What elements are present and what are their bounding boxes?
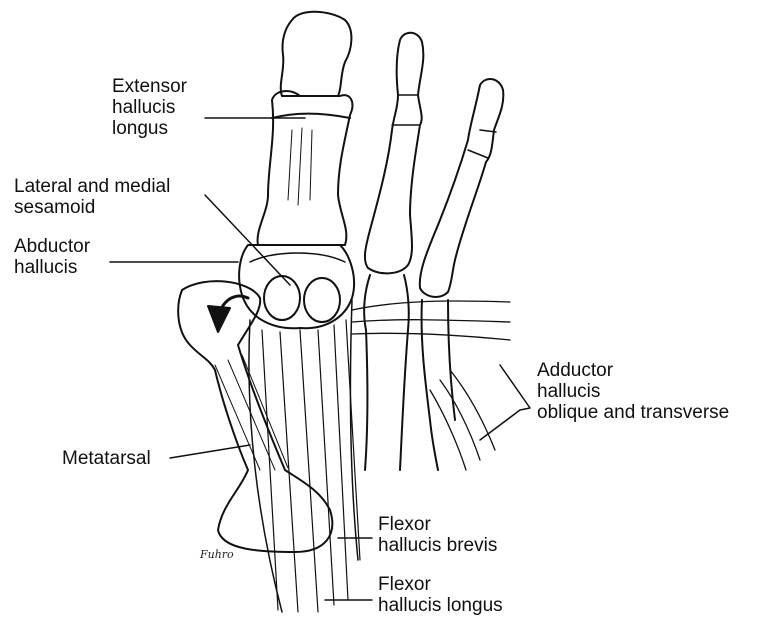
third-metatarsal: [422, 300, 455, 470]
label-adductor-hallucis: Adductor hallucis oblique and transverse: [537, 360, 729, 423]
label-lateral-medial-sesamoid: Lateral and medial sesamoid: [14, 176, 170, 218]
flexor-tendons: [262, 320, 360, 612]
label-flexor-hallucis-longus: Flexor hallucis longus: [378, 574, 503, 616]
proximal-phalanx-shading: [288, 128, 312, 205]
third-toe: [420, 79, 504, 297]
leader-sesamoid: [205, 195, 290, 285]
metatarsal-bone: [178, 281, 332, 552]
label-abductor-hallucis: Abductor hallucis: [14, 236, 90, 278]
leader-metatarsal: [170, 445, 250, 458]
label-extensor-hallucis-longus: Extensor hallucis longus: [112, 76, 187, 139]
lateral-sesamoid: [264, 276, 300, 320]
adductor-hallucis-oblique: [430, 370, 495, 470]
label-metatarsal: Metatarsal: [62, 448, 151, 469]
leader-adductor: [480, 365, 530, 440]
second-toe: [365, 33, 423, 274]
label-flexor-hallucis-brevis: Flexor hallucis brevis: [378, 514, 497, 556]
artist-signature: Fuhro: [200, 548, 234, 561]
adductor-hallucis-transverse: [352, 301, 510, 340]
medial-sesamoid: [304, 278, 340, 322]
rotation-arrowhead: [208, 306, 230, 332]
abductor-muscle-belly: [249, 300, 358, 612]
great-toe-distal-phalanx: [281, 12, 352, 96]
